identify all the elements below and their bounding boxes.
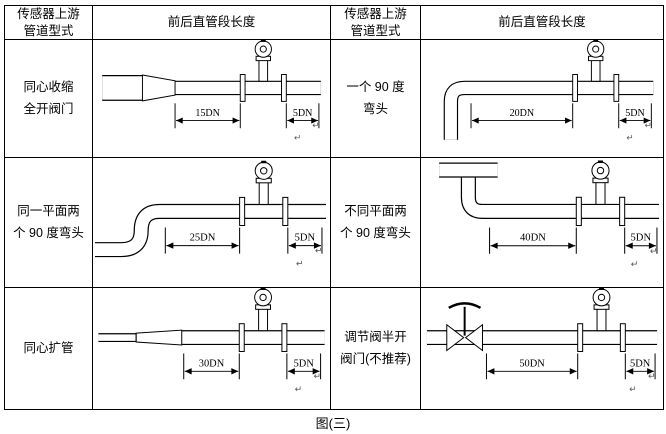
svg-text:30DN: 30DN xyxy=(199,358,225,369)
dimension-downstream: 5DN xyxy=(286,353,322,380)
svg-text:50DN: 50DN xyxy=(519,358,545,369)
dimension-upstream: 50DN xyxy=(485,353,579,380)
return-mark-icon: ↵ xyxy=(650,247,658,257)
diagram-cell: 20DN 5DN ↵ ↵ xyxy=(421,40,663,158)
dimension-downstream: 5DN xyxy=(285,103,320,129)
header-straight-length-left: 前后直管段长度 xyxy=(93,6,331,40)
diagram-single-elbow: 20DN 5DN ↵ ↵ xyxy=(443,40,654,144)
row-label-two-elbows-different-plane: 不同平面两 个 90 度弯头 xyxy=(331,158,421,288)
dimension-downstream: 5DN xyxy=(618,103,652,129)
return-mark-icon: ↵ xyxy=(645,121,652,131)
svg-text:40DN: 40DN xyxy=(520,233,546,244)
header-straight-length-right: 前后直管段长度 xyxy=(421,6,663,40)
regulating-valve-icon xyxy=(446,302,483,352)
dimension-downstream: 5DN xyxy=(624,227,658,254)
diagram-concentric-reducer: 15DN 5DN ↵ ↵ xyxy=(102,40,321,144)
row-label-half-open-valve: 调节阀半开 阀门(不推荐) xyxy=(331,288,421,409)
diagram-cell: 15DN 5DN ↵ ↵ xyxy=(93,40,331,158)
return-mark-icon: ↵ xyxy=(648,372,655,382)
svg-text:5DN: 5DN xyxy=(294,358,315,369)
return-mark-icon: ↵ xyxy=(626,134,633,144)
diagram-two-elbows-same-plane: 25DN 5DN ↵ ↵ xyxy=(95,160,326,270)
diagram-concentric-expander: 30DN 5DN ↵ ↵ xyxy=(98,288,325,395)
pipe xyxy=(439,162,659,219)
svg-text:15DN: 15DN xyxy=(195,108,220,119)
svg-text:5DN: 5DN xyxy=(295,233,316,244)
svg-text:5DN: 5DN xyxy=(630,358,651,369)
return-mark-icon: ↵ xyxy=(296,260,304,270)
diagram-cell: 40DN 5DN ↵ ↵ xyxy=(421,158,663,288)
return-mark-icon: ↵ xyxy=(314,372,321,382)
pipe xyxy=(443,80,654,140)
diagram-cell: 50DN 5DN ↵ ↵ xyxy=(421,288,663,409)
svg-text:20DN: 20DN xyxy=(510,108,535,119)
return-mark-icon: ↵ xyxy=(631,260,639,270)
return-mark-icon: ↵ xyxy=(629,385,636,395)
dimension-upstream: 20DN xyxy=(470,103,574,129)
row-label-concentric-reducer: 同心收缩 全开阀门 xyxy=(5,40,93,158)
diagram-cell: 30DN 5DN ↵ ↵ xyxy=(93,288,331,409)
dimension-upstream: 15DN xyxy=(174,103,241,129)
svg-text:5DN: 5DN xyxy=(625,108,645,119)
row-label-two-elbows-same-plane: 同一平面两 个 90 度弯头 xyxy=(5,158,93,288)
svg-text:5DN: 5DN xyxy=(631,233,652,244)
diagram-cell: 25DN 5DN ↵ ↵ xyxy=(93,158,331,288)
header-upstream-type-left: 传感器上游 管道型式 xyxy=(5,6,93,40)
pipe xyxy=(95,203,326,258)
figure-caption: 图(三) xyxy=(315,416,351,431)
pipe xyxy=(98,329,325,346)
dimension-upstream: 30DN xyxy=(183,353,240,380)
return-mark-icon: ↵ xyxy=(312,121,319,131)
svg-text:5DN: 5DN xyxy=(293,108,313,119)
svg-text:25DN: 25DN xyxy=(190,233,216,244)
header-upstream-type-right: 传感器上游 管道型式 xyxy=(331,6,421,40)
return-mark-icon: ↵ xyxy=(294,134,301,144)
row-label-single-elbow: 一个 90 度 弯头 xyxy=(331,40,421,158)
diagram-half-open-valve: 50DN 5DN ↵ ↵ xyxy=(426,288,658,395)
dimension-upstream: 40DN xyxy=(489,227,577,254)
row-label-concentric-expander: 同心扩管 xyxy=(5,288,93,409)
return-mark-icon: ↵ xyxy=(315,247,323,257)
installation-table: 传感器上游 管道型式 前后直管段长度 传感器上游 管道型式 前后直管段长度 同心… xyxy=(4,5,664,410)
dimension-downstream: 5DN xyxy=(624,353,656,380)
pipe xyxy=(102,74,321,102)
return-mark-icon: ↵ xyxy=(295,385,302,395)
dimension-upstream: 25DN xyxy=(164,227,241,254)
dimension-downstream: 5DN xyxy=(287,227,323,254)
diagram-two-elbows-different-plane: 40DN 5DN ↵ ↵ xyxy=(439,159,659,270)
